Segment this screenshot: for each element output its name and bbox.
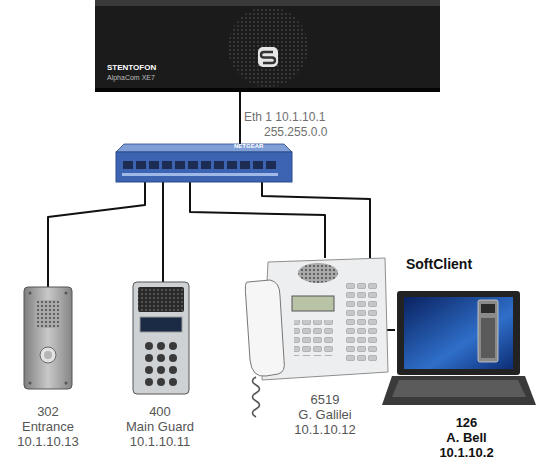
laptop-base [382, 376, 536, 405]
device-label: 126 [395, 416, 538, 431]
logo-badge [258, 47, 278, 67]
desk-station-grille [298, 263, 338, 283]
device-label: 10.1.10.13 [0, 435, 96, 450]
server-top [95, 0, 440, 6]
handset-cord [253, 377, 260, 417]
server-base [95, 88, 440, 92]
device-label: 10.1.10.12 [265, 423, 385, 438]
device-label: SoftClient [395, 256, 483, 272]
intercom-body [24, 287, 72, 389]
screw [65, 382, 68, 385]
device-label: NETGEAR [234, 143, 290, 150]
device-label: Main Guard [110, 420, 210, 435]
station-keypad [143, 340, 179, 388]
network-cable [239, 92, 241, 144]
desk-station-keypad [294, 320, 334, 356]
call-button [40, 347, 56, 363]
laptop-lid [397, 291, 520, 375]
device-label: A. Bell [395, 431, 538, 446]
device-label: 10.1.10.2 [395, 446, 538, 461]
network-switch: NETGEAR [116, 144, 292, 182]
logo-mark [261, 52, 275, 63]
desk-station: 6519G. Galilei10.1.10.12 [265, 258, 385, 443]
speaker-grille [228, 7, 308, 87]
handset [245, 280, 284, 376]
server-unit: STENTOFON AlphaCom XE7 [95, 0, 440, 92]
desk-station-display [292, 296, 334, 311]
device-label: 10.1.10.11 [110, 435, 210, 450]
network-cable [162, 182, 164, 282]
keypad-station-body [133, 282, 189, 394]
screw [29, 292, 32, 295]
softclient-laptop: SoftClient 126A. Bell10.1.10.2 [395, 256, 538, 466]
softclient-keys [481, 318, 495, 358]
screw [29, 382, 32, 385]
device-label: STENTOFON [107, 63, 227, 72]
switch-body [116, 152, 292, 182]
device-label: Entrance [0, 420, 96, 435]
device-label: 302 [0, 405, 96, 420]
interface-label: Eth 1 10.1.10.1 255.255.0.0 [244, 110, 350, 140]
network-cable [190, 182, 325, 258]
station-display [140, 317, 182, 332]
softclient-window [478, 300, 498, 362]
desk-station-buttons [345, 282, 378, 363]
switch-lights [122, 173, 278, 176]
device-label: 400 [110, 405, 210, 420]
device-label: G. Galilei [265, 408, 385, 423]
device-label: 6519 [265, 393, 385, 408]
laptop-keyboard [392, 380, 526, 397]
laptop-screen [404, 297, 513, 369]
device-label: AlphaCom XE7 [107, 74, 227, 82]
call-button-core [44, 351, 52, 359]
keypad-station: 400Main Guard10.1.10.11 [110, 282, 210, 452]
server-body [95, 2, 440, 90]
network-cable [48, 182, 145, 287]
intercom-grille [35, 300, 61, 328]
door-intercom: 302Entrance10.1.10.13 [0, 287, 96, 452]
station-grille [138, 287, 184, 312]
softclient-display [481, 304, 495, 313]
screw [65, 292, 68, 295]
switch-ports [122, 160, 278, 170]
switch-top [116, 144, 292, 152]
